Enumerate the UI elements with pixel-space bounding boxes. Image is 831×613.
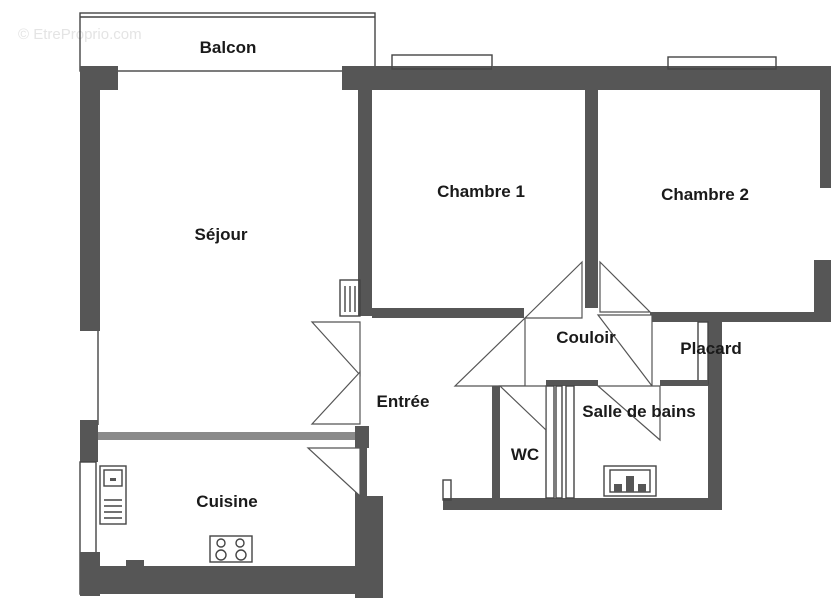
label-balcon: Balcon [200,38,257,57]
label-cuisine: Cuisine [196,492,257,511]
interior-walls [98,88,831,501]
door-swings [306,260,661,498]
outer-walls [79,54,831,598]
room-labels: Balcon Séjour Chambre 1 Chambre 2 Couloi… [195,38,749,511]
wall-segment [342,66,392,90]
cooktop-icon [209,535,253,563]
bathtub-icon [603,465,657,497]
label-placard: Placard [680,339,741,358]
kitchen-sink [99,465,127,525]
label-couloir: Couloir [556,328,616,347]
label-sejour: Séjour [195,225,248,244]
label-entree: Entrée [377,392,430,411]
label-chambre-2: Chambre 2 [661,185,749,204]
label-salle-de-bains: Salle de bains [582,402,695,421]
label-wc: WC [511,445,539,464]
label-chambre-1: Chambre 1 [437,182,525,201]
